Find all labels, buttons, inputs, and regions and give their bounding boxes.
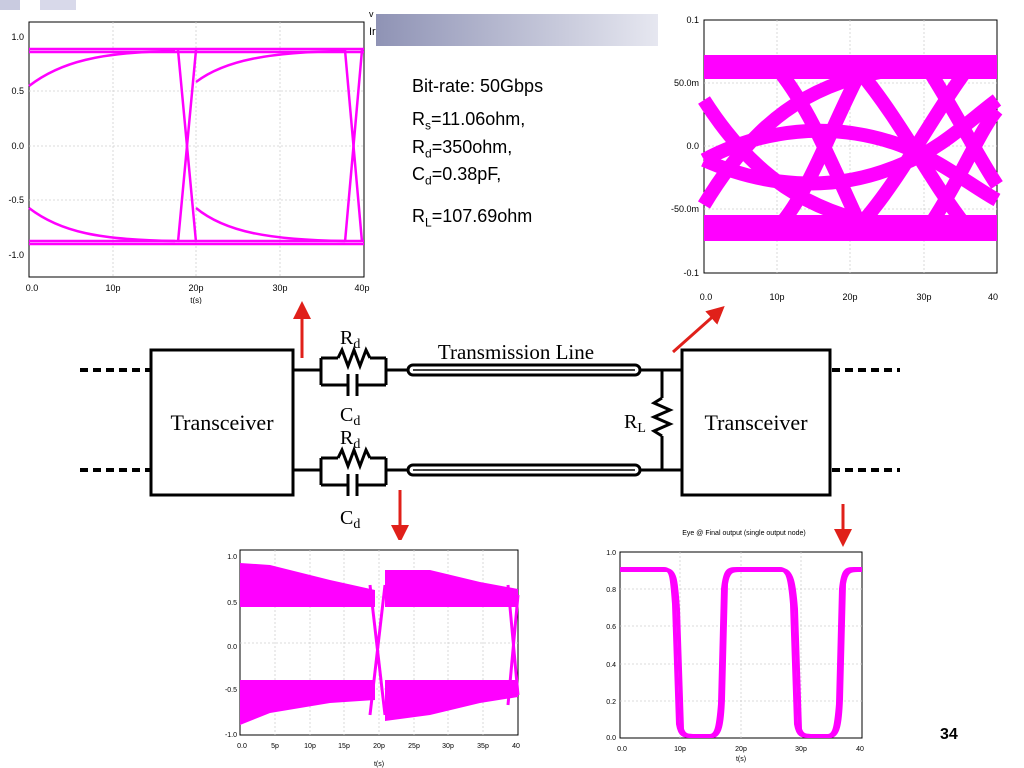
corner-decoration-square [40,0,76,10]
x-tick: 10p [304,743,316,750]
x-tick-labels: 0.0 10p 20p 30p 40 [617,746,864,753]
plot-frame [28,21,365,278]
x-tick: 20p [188,283,203,293]
x-tick: 40p [354,283,369,293]
page-number: 34 [940,726,958,743]
y-tick: 0.0 [606,735,616,742]
y-tick-labels: 1.0 0.8 0.6 0.4 0.2 0.0 [606,550,616,742]
cd-top-label: Cd [340,404,360,429]
x-tick-labels: 0.0 10p 20p 30p 40p [26,283,370,293]
rl-label: RL [624,411,646,436]
x-tick: 40 [512,743,520,750]
x-tick: 20p [842,292,857,302]
x-tick: 10p [769,292,784,302]
probe-arrow-top-right [672,306,725,354]
x-tick: 0.0 [237,743,247,750]
left-transceiver-label: Transceiver [170,410,274,435]
probe-arrow-bottom-right-wrap [834,504,852,547]
x-axis-label: t(s) [374,761,384,768]
y-tick: -1.0 [8,250,24,260]
eye-traces [28,47,364,246]
y-tick: 0.2 [606,699,616,706]
bitrate-text: Bit-rate: 50Gbps [412,76,544,96]
right-transceiver-label: Transceiver [704,410,808,435]
rd-bottom-label: Rd [340,427,360,452]
x-tick: 30p [795,746,807,753]
header-banner [376,14,658,46]
x-tick: 20p [373,743,385,750]
y-tick: 1.0 [606,550,616,557]
transmission-line-label: Transmission Line [438,340,594,364]
y-tick: 1.0 [227,554,237,561]
y-tick: 0.0 [686,141,699,151]
x-tick: 15p [338,743,350,750]
eye-traces [240,563,520,725]
x-tick: 10p [105,283,120,293]
x-tick: 5p [271,743,279,750]
param-rs: Rs=11.06ohm, [412,109,526,133]
x-tick: 30p [442,743,454,750]
circuit-schematic: Transceiver Transceiver [80,301,900,540]
right-transceiver-block [680,348,832,497]
plot-frame [703,19,998,274]
x-tick: 35p [477,743,489,750]
gridlines [620,552,862,738]
x-tick: 25p [408,743,420,750]
y-tick: -0.5 [8,195,24,205]
y-tick: -0.1 [683,268,699,278]
y-tick-labels: 1.0 0.5 0.0 -0.5 -1.0 [225,554,237,739]
eye-chart-bottom-left: 1.0 0.5 0.0 -0.5 -1.0 0.0 5p 10p 15p 20p… [225,549,520,768]
y-tick-labels: 1.0 0.5 0.0 -0.5 -1.0 [8,32,24,260]
param-rd: Rd=350ohm, [412,136,513,161]
y-tick: 0.0 [11,141,24,151]
rl-termination [650,370,674,470]
eye-chart-bottom-right: Eye @ Final output (single output node) … [606,530,864,763]
chart-title: Eye @ Final output (single output node) [682,530,805,537]
x-tick: 40 [856,746,864,753]
eye-traces [620,567,862,738]
x-tick: 20p [735,746,747,753]
y-tick: 50.0m [674,78,699,88]
x-tick: 30p [916,292,931,302]
y-tick: 0.5 [11,86,24,96]
y-tick: 0.4 [606,662,616,669]
left-transceiver-block [149,348,295,497]
y-tick: -1.0 [225,732,237,739]
y-tick: 0.1 [686,15,699,25]
x-tick: 30p [272,283,287,293]
param-rl: RL=107.69ohm [412,205,533,230]
param-cd: Cd=0.38pF, [412,164,502,188]
cd-bottom-label: Cd [340,507,360,532]
corner-decoration-square [0,0,20,10]
y-tick: 1.0 [11,32,24,42]
y-tick: 0.5 [227,600,237,607]
header-fragment-v: v [369,9,374,19]
y-tick: -50.0m [671,204,699,214]
x-tick: 0.0 [26,283,39,293]
y-tick-labels: 0.1 50.0m 0.0 -50.0m -0.1 [671,15,699,278]
x-tick: 40 [988,292,998,302]
x-tick-labels: 0.0 10p 20p 30p 40 [700,292,998,302]
x-tick-labels: 0.0 5p 10p 15p 20p 25p 30p 35p 40 [237,743,520,750]
x-tick: 10p [674,746,686,753]
y-tick: 0.8 [606,587,616,594]
rd-top-label: Rd [340,327,360,352]
x-tick: 0.0 [700,292,713,302]
y-tick: 0.6 [606,624,616,631]
x-axis-label: t(s) [736,756,746,763]
y-tick: -0.5 [225,687,237,694]
eye-chart-top-left: 1.0 0.5 0.0 -0.5 -1.0 0.0 10p 20p 30p 40… [8,21,370,304]
eye-chart-top-right: 0.1 50.0m 0.0 -50.0m -0.1 0.0 10p 20p 30… [671,15,1003,302]
y-tick: 0.0 [227,644,237,651]
parameters-block: Bit-rate: 50Gbps Rs=11.06ohm, Rd=350ohm,… [412,76,543,233]
header-fragment-ir: Ir [369,26,376,38]
x-axis-label: t(s) [190,296,202,304]
x-tick: 0.0 [617,746,627,753]
eye-traces [697,55,1003,241]
